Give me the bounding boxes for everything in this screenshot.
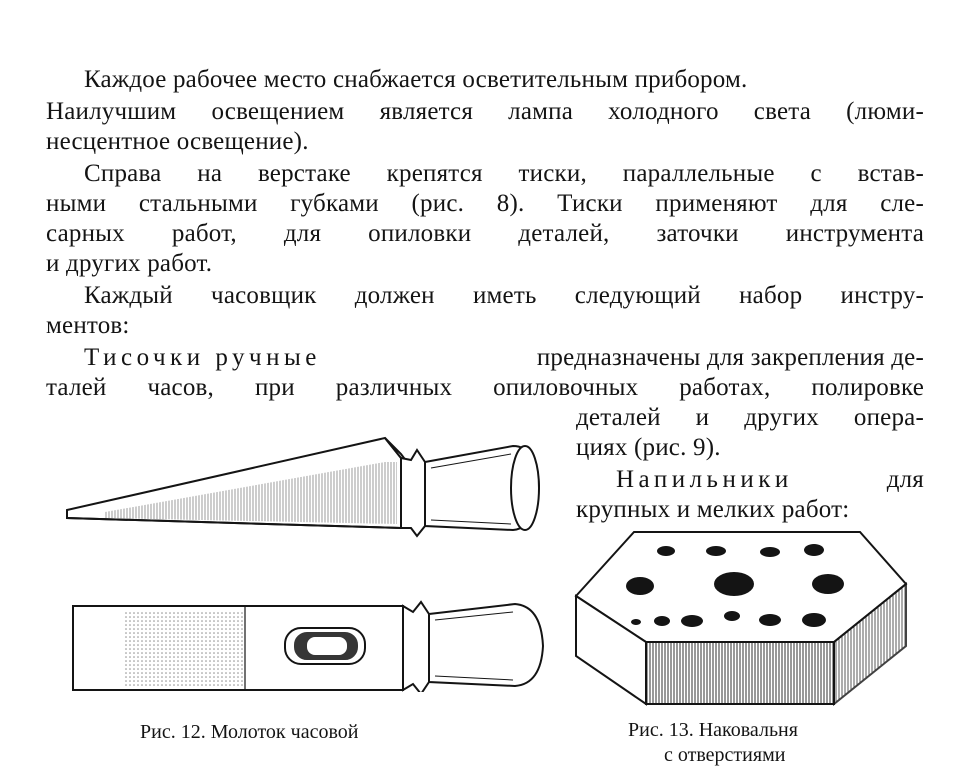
anvil-illustration — [574, 531, 908, 707]
para1-line2: Наилучшим освещением является лампа холо… — [46, 98, 924, 125]
para5-line1: Напильники для — [616, 465, 924, 495]
term-tisochki: Тисочки ручные — [84, 344, 321, 371]
para5-line1-rest: для — [886, 466, 924, 493]
para2-line1: Справа на верстаке крепятся тиски, парал… — [84, 160, 924, 187]
anvil-body — [574, 531, 908, 707]
watch-hammer-illustration — [66, 436, 545, 692]
term-napilniki: Напильники — [616, 466, 793, 493]
para4-line3: деталей и других опера- — [576, 404, 924, 431]
para1-line1: Каждое рабочее место снабжается осветите… — [84, 66, 748, 93]
para2-line3: сарных работ, для опиловки деталей, зато… — [46, 220, 924, 247]
para4-line1-rest: предназначены для закрепления де- — [536, 344, 924, 371]
para5-line2: крупных и мелких работ: — [576, 496, 850, 523]
figure-13-caption-line1: Рис. 13. Наковальня — [628, 719, 798, 741]
figure-12-caption: Рис. 12. Молоток часовой — [140, 721, 359, 743]
para4-line2: талей часов, при различных опиловочных р… — [46, 374, 924, 401]
para4-line4: циях (рис. 9). — [576, 434, 721, 461]
hammer-side-view — [66, 436, 541, 538]
para3-line1: Каждый часовщик должен иметь следующий н… — [84, 282, 924, 309]
para4-line1: Тисочки ручные предназначены для закрепл… — [84, 343, 924, 373]
anvil-holes — [626, 544, 844, 627]
hammer-top-view — [72, 600, 545, 692]
para2-line2: ными стальными губками (рис. 8). Тиски п… — [46, 190, 924, 217]
para3-line2: ментов: — [46, 312, 130, 339]
para2-line4: и других работ. — [46, 250, 213, 277]
figure-13-caption-line2: с отверстиями — [664, 744, 786, 766]
para1-line3: несцентное освещение). — [46, 128, 309, 155]
